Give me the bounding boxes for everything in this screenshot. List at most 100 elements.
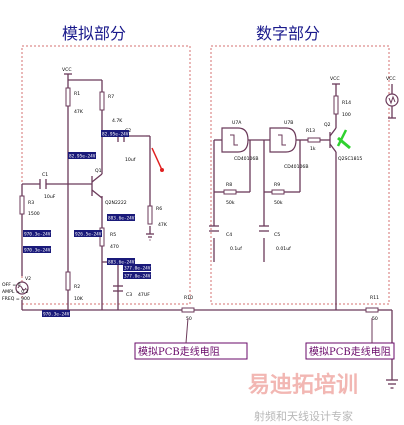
svg-text:10uf: 10uf bbox=[125, 157, 136, 163]
svg-text:R5: R5 bbox=[110, 232, 116, 238]
svg-text:883.6e-24V: 883.6e-24V bbox=[108, 216, 135, 222]
svg-text:470: 470 bbox=[110, 244, 119, 250]
svg-text:R2: R2 bbox=[74, 284, 80, 290]
svg-text:Q2SC1815: Q2SC1815 bbox=[338, 156, 362, 162]
svg-text:U7A: U7A bbox=[232, 120, 242, 126]
probe-tag: 377.0e-24V bbox=[123, 272, 151, 280]
svg-text:模拟PCB走线电阻: 模拟PCB走线电阻 bbox=[138, 345, 220, 358]
svg-text:377.0e-24V: 377.0e-24V bbox=[124, 266, 151, 272]
svg-text:47K: 47K bbox=[74, 109, 84, 115]
svg-text:47K: 47K bbox=[158, 222, 168, 228]
svg-text:VCC: VCC bbox=[386, 76, 396, 82]
svg-text:0.1uf: 0.1uf bbox=[230, 246, 242, 252]
svg-text:4.7K: 4.7K bbox=[112, 118, 123, 124]
resistor-r14: R14 100 bbox=[333, 95, 351, 118]
svg-text:883.6e-24V: 883.6e-24V bbox=[108, 260, 135, 266]
watermark: 易迪拓培训 射频和天线设计专家 bbox=[248, 372, 358, 423]
pcb-note-2: 模拟PCB走线电阻 bbox=[305, 318, 395, 360]
svg-text:926.5e-24V: 926.5e-24V bbox=[75, 232, 102, 238]
analog-section-title: 模拟部分 bbox=[62, 24, 126, 43]
resistor-r11: R11 50 bbox=[365, 295, 379, 322]
probe-tag: 926.5e-24V bbox=[74, 230, 102, 238]
svg-text:C1: C1 bbox=[42, 172, 48, 178]
svg-text:C4: C4 bbox=[226, 232, 232, 238]
probe-tag: 82.95e-24V bbox=[101, 130, 129, 138]
svg-text:CD40106B: CD40106B bbox=[284, 164, 309, 170]
svg-text:U7B: U7B bbox=[284, 120, 293, 126]
svg-text:R7: R7 bbox=[108, 94, 114, 100]
capacitor-c3: C3 47UF bbox=[113, 285, 150, 298]
svg-text:47UF: 47UF bbox=[138, 292, 150, 298]
capacitor-c5: C5 0.01uf bbox=[259, 225, 291, 252]
vcc-symbol-digital: VCC bbox=[330, 76, 340, 85]
svg-text:970.3e-24V: 970.3e-24V bbox=[24, 232, 51, 238]
svg-text:82.95e-24V: 82.95e-24V bbox=[69, 154, 96, 160]
resistor-r6: R6 47K bbox=[147, 205, 168, 228]
svg-text:50k: 50k bbox=[274, 200, 283, 206]
svg-text:R3: R3 bbox=[28, 200, 34, 206]
svg-text:V2: V2 bbox=[25, 276, 31, 282]
gate-u7b: U7B CD40106B bbox=[269, 120, 309, 170]
resistor-r2: R2 10K bbox=[65, 271, 84, 302]
voltage-probe-marker bbox=[151, 147, 164, 172]
source-v2: V2 OFF = 0 AMPL = 0.2 FREQ = 900 bbox=[2, 276, 31, 302]
resistor-r7: R7 4.7K bbox=[99, 91, 123, 124]
digital-section-title: 数字部分 bbox=[256, 24, 320, 43]
pcb-note-1: 模拟PCB走线电阻 bbox=[134, 317, 248, 360]
analog-section-box bbox=[21, 45, 191, 305]
svg-text:10uF: 10uF bbox=[44, 194, 56, 200]
svg-text:10K: 10K bbox=[74, 296, 84, 302]
svg-text:100: 100 bbox=[342, 112, 351, 118]
svg-text:CD40106B: CD40106B bbox=[234, 156, 259, 162]
svg-text:R14: R14 bbox=[342, 100, 351, 106]
svg-text:Q1: Q1 bbox=[95, 168, 102, 174]
svg-text:C3: C3 bbox=[126, 292, 132, 298]
watermark-tagline: 射频和天线设计专家 bbox=[254, 409, 353, 423]
svg-text:FREQ = 900: FREQ = 900 bbox=[2, 296, 30, 302]
resistor-r8: R8 50k bbox=[223, 182, 237, 206]
svg-text:50: 50 bbox=[372, 316, 378, 322]
capacitor-c1: C1 10uF bbox=[39, 172, 56, 200]
probe-tag: 883.6e-24V bbox=[107, 258, 135, 266]
svg-text:VCC: VCC bbox=[62, 67, 72, 73]
svg-text:AMPL = 0.2: AMPL = 0.2 bbox=[2, 289, 29, 295]
svg-text:R10: R10 bbox=[184, 295, 193, 301]
svg-text:1500: 1500 bbox=[28, 211, 40, 217]
svg-text:Q2N2222: Q2N2222 bbox=[105, 200, 127, 206]
svg-text:模拟PCB走线电阻: 模拟PCB走线电阻 bbox=[309, 345, 391, 358]
transistor-q2: Q2 Q2SC1815 bbox=[324, 122, 362, 162]
svg-text:970.3e-24V: 970.3e-24V bbox=[24, 248, 51, 254]
probe-tag: 377.0e-24V bbox=[123, 264, 151, 272]
svg-text:Q2: Q2 bbox=[324, 122, 331, 128]
probe-tag: 970.3e-24V bbox=[42, 310, 70, 318]
highlight-marker bbox=[336, 129, 351, 150]
resistor-r3: R3 1500 bbox=[19, 195, 40, 217]
svg-text:82.95e-24V: 82.95e-24V bbox=[102, 132, 129, 138]
svg-text:R1: R1 bbox=[74, 91, 80, 97]
ground-symbol-right bbox=[386, 379, 398, 389]
watermark-brand: 易迪拓培训 bbox=[248, 372, 358, 398]
voltage-probe-icon: VCC bbox=[385, 76, 399, 119]
svg-text:50k: 50k bbox=[226, 200, 235, 206]
gate-u7a: U7A CD40106B bbox=[221, 120, 259, 162]
resistor-r10: R10 50 bbox=[181, 295, 195, 322]
svg-text:R11: R11 bbox=[370, 295, 379, 301]
probe-tag: 82.95e-24V bbox=[68, 152, 96, 160]
probe-tags: 82.95e-24V 82.95e-24V 970.3e-24V 970.3e-… bbox=[23, 130, 151, 318]
digital-section-box bbox=[210, 45, 390, 305]
probe-tag: 883.6e-24V bbox=[107, 214, 135, 222]
svg-text:VCC: VCC bbox=[330, 76, 340, 82]
resistor-r1: R1 47K bbox=[65, 87, 84, 115]
resistor-r9: R9 50k bbox=[271, 182, 285, 206]
svg-text:C5: C5 bbox=[274, 232, 280, 238]
svg-text:R9: R9 bbox=[274, 182, 280, 188]
svg-text:R8: R8 bbox=[226, 182, 232, 188]
svg-text:377.0e-24V: 377.0e-24V bbox=[124, 274, 151, 280]
svg-text:1k: 1k bbox=[310, 146, 316, 152]
resistor-r5: R5 470 bbox=[99, 227, 119, 250]
svg-text:OFF = 0: OFF = 0 bbox=[2, 282, 21, 288]
capacitor-c4: C4 0.1uf bbox=[209, 225, 242, 252]
svg-text:970.3e-24V: 970.3e-24V bbox=[43, 312, 70, 318]
probe-tag: 970.3e-24V bbox=[23, 230, 51, 238]
